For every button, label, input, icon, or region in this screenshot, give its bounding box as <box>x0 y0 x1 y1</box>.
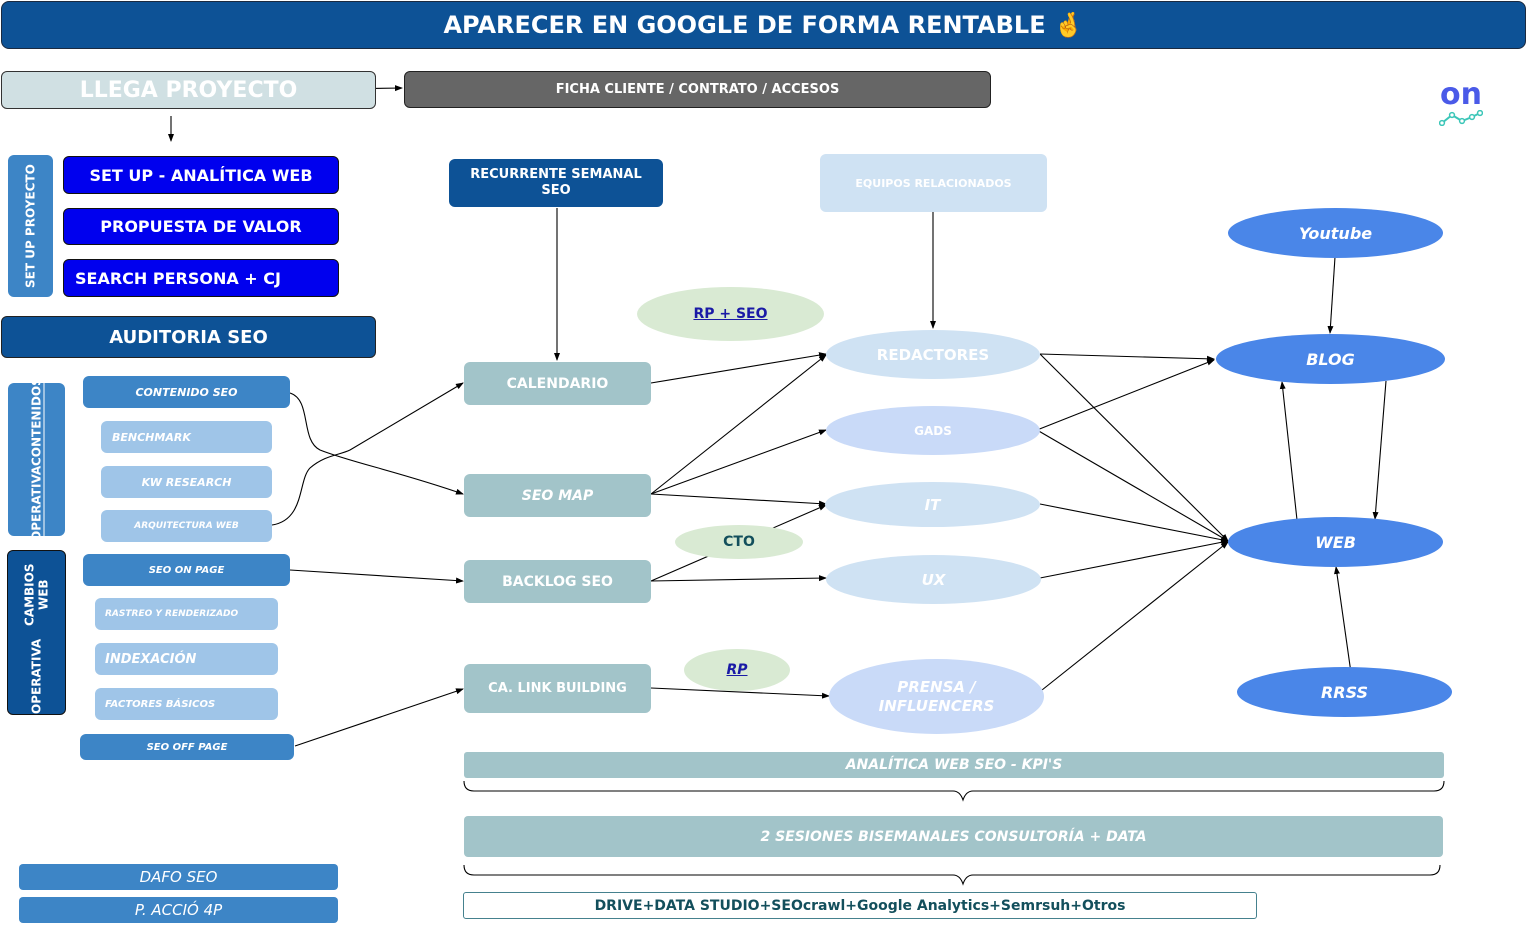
edge-seomap-it <box>650 493 827 507</box>
seo-on-page-box[interactable]: SEO ON PAGE <box>83 554 290 586</box>
edge-blog-web <box>1372 380 1387 520</box>
edge-seomap-redactores <box>650 354 827 495</box>
seo-map-box[interactable]: SEO MAP <box>464 474 651 517</box>
recurrente-semanal-box[interactable]: RECURRENTE SEMANAL SEO <box>449 159 663 207</box>
edge-seomap-gads <box>650 429 827 495</box>
edge-ux-web <box>1039 539 1229 579</box>
tools-bar[interactable]: DRIVE+DATA STUDIO+SEOcrawl+Google Analyt… <box>463 892 1257 919</box>
equipos-relacionados-box[interactable]: EQUIPOS RELACIONADOS <box>820 154 1047 212</box>
page-title-banner: APARECER EN GOOGLE DE FORMA RENTABLE 🤞 <box>1 1 1526 49</box>
edge-prensa-web <box>1041 541 1229 691</box>
edge-onpage-backlog <box>289 569 464 584</box>
factores-basicos-box[interactable]: FACTORES BÁSICOS <box>95 688 278 720</box>
analitica-kpis-bar[interactable]: ANALÍTICA WEB SEO - KPI'S <box>464 752 1444 778</box>
brace-1 <box>463 780 1445 802</box>
ficha-cliente-label: FICHA CLIENTE / CONTRATO / ACCESOS <box>555 82 840 97</box>
edge-youtube-blog <box>1327 256 1336 334</box>
arquitectura-web-box[interactable]: ARQUITECTURA WEB <box>101 510 272 542</box>
llega-proyecto-box[interactable]: LLEGA PROYECTO <box>1 71 376 109</box>
sesiones-bar[interactable]: 2 SESIONES BISEMANALES CONSULTORÍA + DAT… <box>464 816 1443 857</box>
page-title: APARECER EN GOOGLE DE FORMA RENTABLE <box>443 11 1046 39</box>
team-redactores[interactable]: REDACTORES <box>826 330 1040 379</box>
cto-label: CTO <box>675 525 803 559</box>
operativa-contenidos-label: OPERATIVA CONTENIDOS <box>8 378 65 541</box>
edge-rrss-web <box>1334 566 1353 681</box>
edge-contenido-seomap <box>289 392 464 495</box>
edge-offpage-linkbuilding <box>294 688 464 747</box>
brace-2 <box>463 864 1441 886</box>
kw-research-box[interactable]: KW RESEARCH <box>101 466 272 498</box>
p-accio-4p-box[interactable]: P. ACCIÓ 4P <box>19 897 338 923</box>
contenido-seo-box[interactable]: CONTENIDO SEO <box>83 376 290 408</box>
rp-seo-link[interactable]: RP + SEO <box>637 287 824 341</box>
logo-text: on <box>1440 77 1482 112</box>
indexacion-box[interactable]: INDEXACIÓN <box>95 643 278 675</box>
edge-redactores-web <box>1039 353 1229 542</box>
rp-link[interactable]: RP <box>684 649 790 691</box>
channel-rrss[interactable]: RRSS <box>1237 667 1452 717</box>
edge-arquitectura-calendario <box>271 382 464 526</box>
setup-item-search-persona[interactable]: SEARCH PERSONA + CJ <box>63 259 339 297</box>
setup-item-analitica[interactable]: SET UP - ANALÍTICA WEB <box>63 156 339 194</box>
trend-line-icon <box>1438 109 1484 127</box>
team-ux[interactable]: UX <box>826 555 1041 604</box>
edge-gads-blog <box>1036 359 1215 431</box>
crossed-fingers-icon: 🤞 <box>1053 11 1084 39</box>
llega-proyecto-label: LLEGA PROYECTO <box>79 77 298 103</box>
dafo-seo-box[interactable]: DAFO SEO <box>19 864 338 890</box>
team-prensa-influencers[interactable]: PRENSA / INFLUENCERS <box>829 659 1044 734</box>
ficha-cliente-box[interactable]: FICHA CLIENTE / CONTRATO / ACCESOS <box>404 71 991 108</box>
backlog-seo-box[interactable]: BACKLOG SEO <box>464 560 651 603</box>
channel-youtube[interactable]: Youtube <box>1228 208 1443 258</box>
team-gads[interactable]: GADS <box>826 406 1040 455</box>
setup-item-propuesta[interactable]: PROPUESTA DE VALOR <box>63 208 339 245</box>
channel-blog[interactable]: BLOG <box>1216 334 1445 384</box>
edge-gads-web <box>1036 429 1229 542</box>
logo: on <box>1436 80 1486 130</box>
edge-calendario-redactores <box>650 352 827 384</box>
edge-redactores-blog <box>1039 353 1215 362</box>
edge-backlog-ux <box>650 575 827 582</box>
calendario-box[interactable]: CALENDARIO <box>464 362 651 405</box>
channel-web[interactable]: WEB <box>1228 517 1443 567</box>
link-building-box[interactable]: CA. LINK BUILDING <box>464 664 651 713</box>
setup-group-label: SET UP PROYECTO <box>8 155 53 297</box>
team-it[interactable]: IT <box>825 482 1040 527</box>
operativa-cambios-web-label: OPERATIVA CAMBIOS WEB <box>7 550 66 715</box>
seo-off-page-box[interactable]: SEO OFF PAGE <box>80 734 294 760</box>
edge-web-blog <box>1279 381 1298 521</box>
rastreo-box[interactable]: RASTREO Y RENDERIZADO <box>95 598 278 630</box>
edge-it-web <box>1039 503 1229 543</box>
auditoria-seo-box[interactable]: AUDITORIA SEO <box>1 316 376 358</box>
benchmark-box[interactable]: BENCHMARK <box>101 421 272 453</box>
